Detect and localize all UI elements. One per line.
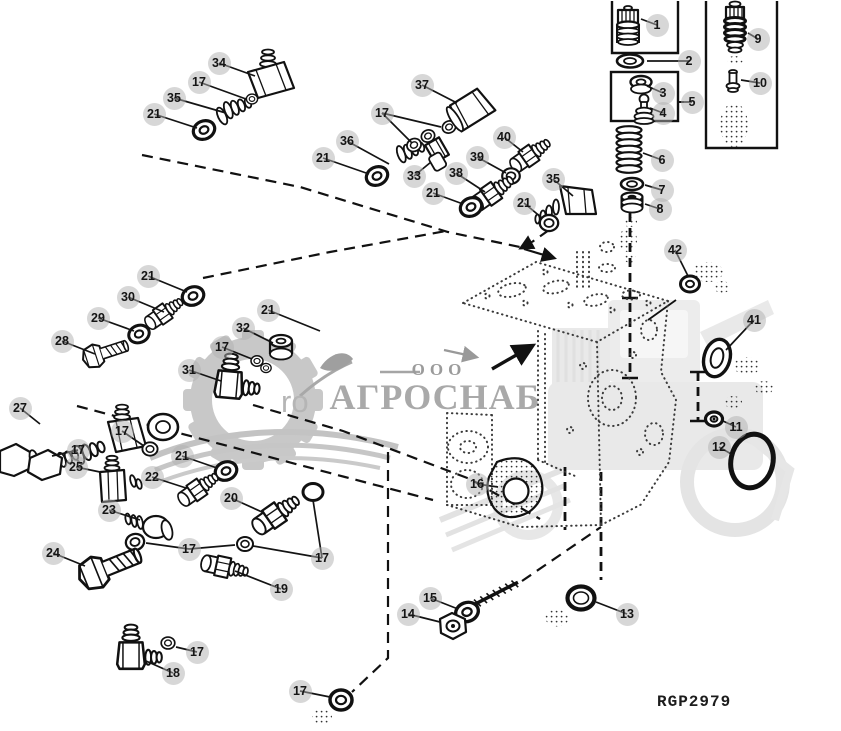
callout-37: 37 (410, 73, 434, 97)
valve-assembly-part-9 (720, 0, 748, 147)
callout-6: 6 (650, 148, 674, 172)
callout-19: 19 (269, 577, 293, 601)
seal-part-42 (679, 274, 701, 294)
callout-29: 29 (86, 306, 110, 330)
callout-18: 18 (161, 661, 185, 685)
callout-38: 38 (444, 161, 468, 185)
callout-21: 21 (142, 102, 166, 126)
callout-1: 1 (645, 13, 669, 37)
bottom-right-parts-13-14-15 (312, 579, 597, 724)
callout-14: 14 (396, 602, 420, 626)
callout-17: 17 (210, 335, 234, 359)
callout-21: 21 (136, 264, 160, 288)
callout-30: 30 (116, 285, 140, 309)
callout-23: 23 (97, 498, 121, 522)
mid-left-fitting-group (78, 281, 294, 402)
callout-21: 21 (256, 298, 280, 322)
callout-34: 34 (207, 51, 231, 75)
oring-part-12 (728, 431, 776, 491)
callout-5: 5 (680, 90, 704, 114)
drawing-code: RGP2979 (657, 693, 732, 711)
nut-part-32 (268, 333, 294, 361)
callout-27: 27 (8, 396, 32, 420)
callout-39: 39 (465, 145, 489, 169)
callout-17: 17 (187, 70, 211, 94)
callout-32: 32 (231, 316, 255, 340)
callout-12: 12 (707, 435, 731, 459)
callout-40: 40 (492, 125, 516, 149)
washer-part-7 (619, 176, 645, 192)
callout-35: 35 (162, 86, 186, 110)
callout-7: 7 (650, 178, 674, 202)
washer-part-17-bottom (328, 688, 354, 712)
callout-4: 4 (651, 101, 675, 125)
callout-11: 11 (724, 415, 748, 439)
callout-3: 3 (651, 81, 675, 105)
callout-41: 41 (742, 308, 766, 332)
callout-17: 17 (370, 101, 394, 125)
callout-31: 31 (177, 358, 201, 382)
callout-33: 33 (402, 164, 426, 188)
callout-36: 36 (335, 129, 359, 153)
callout-17: 17 (310, 546, 334, 570)
fitting-part-25 (98, 454, 143, 504)
callout-17: 17 (288, 679, 312, 703)
callout-15: 15 (418, 586, 442, 610)
callout-20: 20 (219, 486, 243, 510)
seal-part-11 (703, 410, 725, 428)
top-left-fitting-group (188, 48, 296, 145)
callout-21: 21 (512, 191, 536, 215)
callout-28: 28 (50, 329, 74, 353)
callout-16: 16 (465, 472, 489, 496)
callout-10: 10 (748, 71, 772, 95)
pump-housing (446, 241, 773, 529)
callout-21: 21 (421, 181, 445, 205)
callout-2: 2 (677, 49, 701, 73)
guide-part-8 (619, 191, 644, 263)
callout-17: 17 (110, 419, 134, 443)
seat-part-3 (629, 74, 653, 95)
watermark-fragment: ro (281, 384, 309, 419)
callout-25: 25 (64, 455, 88, 479)
callout-24: 24 (41, 541, 65, 565)
callout-17: 17 (177, 537, 201, 561)
callout-13: 13 (615, 602, 639, 626)
valve-part-4 (633, 93, 655, 125)
spring-part-6 (615, 125, 643, 174)
washer-part-2 (615, 53, 645, 69)
callout-21: 21 (311, 146, 335, 170)
callout-35: 35 (541, 167, 565, 191)
callout-17: 17 (185, 640, 209, 664)
callout-21: 21 (170, 444, 194, 468)
callout-8: 8 (648, 197, 672, 221)
watermark-org-name: АГРОСНАБ (329, 377, 541, 417)
callout-9: 9 (746, 27, 770, 51)
screw-part-10 (725, 69, 741, 93)
callout-22: 22 (140, 465, 164, 489)
delivery-valve-part-1 (615, 5, 641, 46)
seal-part-41 (701, 337, 733, 379)
callout-42: 42 (663, 238, 687, 262)
watermark-org-prefix: ООО (411, 360, 467, 379)
gasket-part-16 (486, 457, 544, 519)
